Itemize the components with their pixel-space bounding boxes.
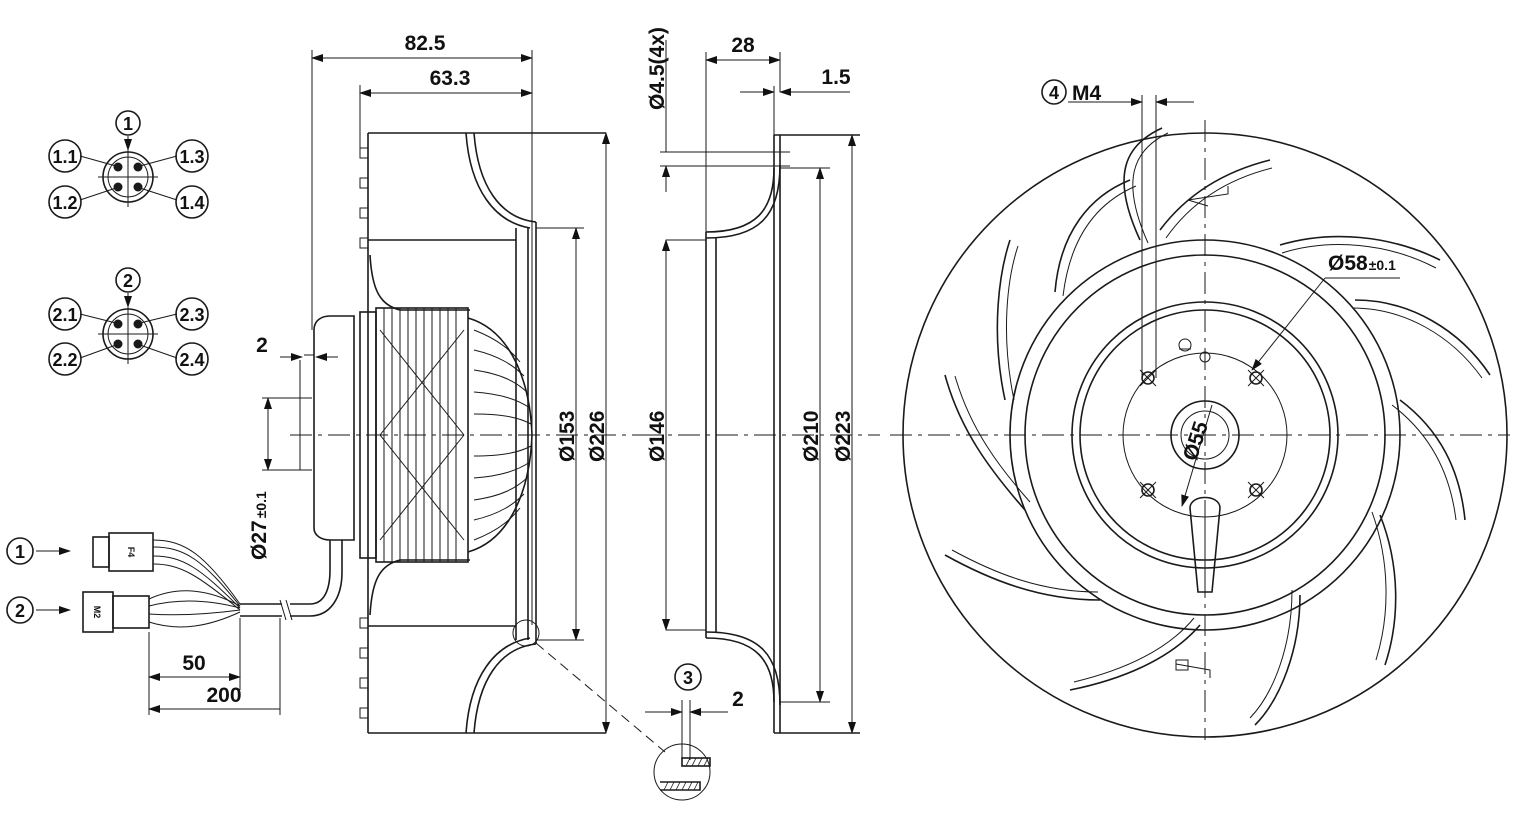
dim-dia-146: Ø146 bbox=[646, 411, 669, 462]
pin-2-2-label: 2.2 bbox=[52, 350, 77, 370]
side-view: 82.5 63.3 bbox=[248, 32, 666, 753]
callout-circle-2 bbox=[115, 267, 141, 293]
callout-1-label: 1 bbox=[123, 114, 133, 134]
impeller-outer-ring bbox=[902, 132, 1508, 738]
dim-dia-210: Ø210 bbox=[800, 411, 823, 462]
dim-dia-153: Ø153 bbox=[556, 411, 579, 462]
pin-2-1-label: 2.1 bbox=[52, 305, 77, 325]
dim-bolt-circle: Ø58±0.1 bbox=[1328, 252, 1396, 275]
thread-label: M4 bbox=[1072, 82, 1101, 105]
dim-holes: Ø4.5(4x) bbox=[646, 27, 669, 110]
hub-bore bbox=[1170, 400, 1240, 470]
cable-assembly: 1 2 F4 M2 50 bbox=[6, 532, 343, 715]
callout-circle-1 bbox=[115, 110, 141, 136]
dim-detail-2: 2 bbox=[732, 688, 744, 711]
callout-2-label: 2 bbox=[123, 271, 133, 291]
plug-2-text: M2 bbox=[92, 606, 102, 619]
pin-1-1-label: 1.1 bbox=[52, 147, 77, 167]
section-view: Ø4.5(4x) 28 1.5 Ø146 Ø210 Ø223 bbox=[640, 27, 880, 801]
pin-1-2-label: 1.2 bbox=[52, 193, 77, 213]
dim-thickness: 1.5 bbox=[821, 66, 851, 89]
dim-dia-223: Ø223 bbox=[832, 411, 855, 462]
dim-cable-dia: Ø27±0.1 bbox=[248, 491, 271, 560]
electronics-box bbox=[313, 315, 355, 541]
plug-1-text: F4 bbox=[126, 547, 136, 558]
dim-cable-offset: 2 bbox=[256, 334, 268, 357]
mounting-holes bbox=[1139, 338, 1265, 499]
pin-1-3-label: 1.3 bbox=[179, 147, 204, 167]
front-view: 4 M4 Ø58±0.1 Ø55 bbox=[890, 79, 1510, 740]
plug-1-body bbox=[108, 532, 154, 572]
plug-1-callout: 1 bbox=[15, 542, 25, 562]
plug-1-latch bbox=[92, 536, 110, 568]
pin-2-3-label: 2.3 bbox=[179, 305, 204, 325]
impeller-blades bbox=[944, 127, 1491, 726]
motor-stator bbox=[375, 307, 469, 563]
dim-hub-dia: Ø55 bbox=[1179, 418, 1213, 463]
connector-1-pin-view: 1 1.1 1.2 1.3 1.4 bbox=[48, 110, 209, 219]
plug-2-callout: 2 bbox=[15, 601, 25, 621]
connector-2-pin-view: 2 2.1 2.2 2.3 2.4 bbox=[48, 267, 209, 376]
cable-outlet bbox=[1189, 496, 1221, 593]
thread-callout: 4 bbox=[1049, 83, 1059, 103]
detail-3-callout: 3 bbox=[683, 668, 693, 688]
dim-dia-226: Ø226 bbox=[586, 411, 609, 462]
dim-lead-200: 200 bbox=[206, 684, 241, 707]
dim-width-28: 28 bbox=[731, 34, 755, 57]
dim-overall-depth: 82.5 bbox=[405, 32, 446, 55]
dim-housing-depth: 63.3 bbox=[430, 67, 471, 90]
pin-1-4-label: 1.4 bbox=[179, 193, 204, 213]
plug-2-body bbox=[112, 595, 150, 629]
pin-2-4-label: 2.4 bbox=[179, 350, 204, 370]
dim-lead-50: 50 bbox=[182, 652, 205, 675]
